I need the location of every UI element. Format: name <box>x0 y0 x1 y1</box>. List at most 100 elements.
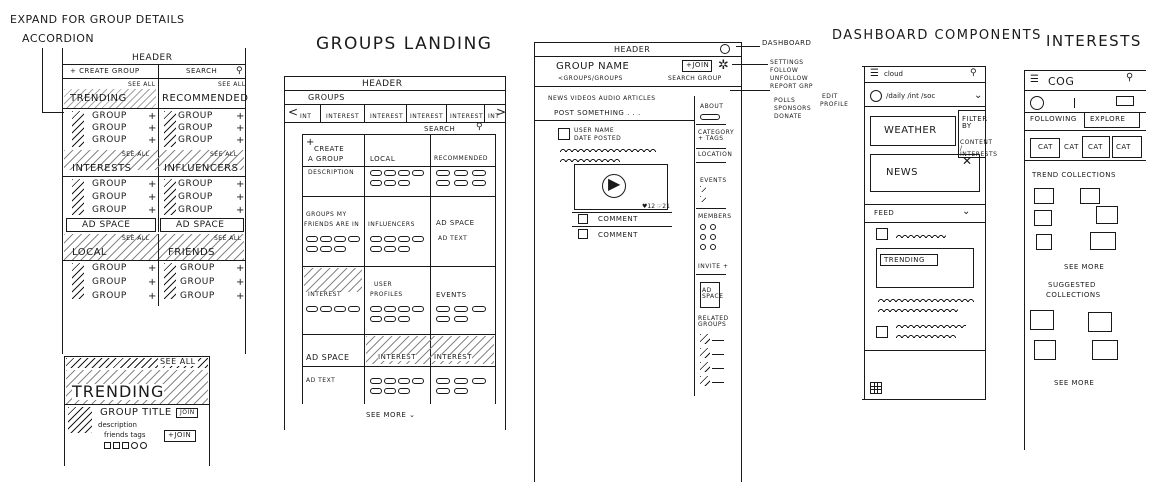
collection-thumb[interactable] <box>1034 210 1052 226</box>
close-icon[interactable]: ✕ <box>962 154 973 168</box>
group-item[interactable]: GROUP <box>178 179 213 189</box>
add-icon[interactable]: + <box>148 192 157 203</box>
add-icon[interactable]: + <box>236 111 245 122</box>
members-section[interactable]: MEMBERS <box>698 213 732 220</box>
invite-button[interactable]: INVITE + <box>698 263 729 270</box>
menu-icon[interactable]: ☰ <box>1030 74 1039 85</box>
following-tab[interactable]: FOLLOWING <box>1030 115 1077 123</box>
interest-tab[interactable]: INTEREST <box>410 113 444 120</box>
trending-tag[interactable] <box>880 254 938 266</box>
grid-icon[interactable] <box>870 382 882 394</box>
group-item[interactable]: GROUP <box>92 291 127 301</box>
profile-icon[interactable] <box>720 44 730 54</box>
see-more-link[interactable]: SEE MORE <box>1064 263 1105 271</box>
category-chip[interactable] <box>1082 136 1110 158</box>
menu-icon[interactable]: ☰ <box>870 68 879 79</box>
events-section[interactable]: EVENTS <box>700 177 727 184</box>
group-item[interactable]: GROUP <box>180 291 215 301</box>
add-icon[interactable]: + <box>236 123 245 134</box>
add-icon[interactable]: + <box>148 291 157 302</box>
group-item[interactable]: GROUP <box>92 205 127 215</box>
chevron-down-icon[interactable]: ⌄ <box>962 206 971 217</box>
weather-widget[interactable] <box>870 116 956 146</box>
collection-thumb[interactable] <box>1034 188 1054 204</box>
reaction-counts[interactable]: ♥12 ☞21 <box>642 203 670 210</box>
col1-search-button[interactable]: SEARCH <box>186 67 218 75</box>
group-item[interactable]: GROUP <box>92 192 127 202</box>
collection-thumb[interactable] <box>1030 310 1054 330</box>
post-input[interactable]: POST SOMETHING . . . <box>554 109 641 117</box>
group-item[interactable]: GROUP <box>178 192 213 202</box>
collection-thumb[interactable] <box>1088 312 1112 332</box>
interest-tab[interactable]: INTEREST <box>450 113 484 120</box>
add-icon[interactable]: + <box>236 291 245 302</box>
video-thumbnail[interactable] <box>574 164 668 210</box>
search-icon[interactable]: ⚲ <box>970 68 977 78</box>
interest-tab[interactable]: INT <box>300 113 312 120</box>
see-all-link[interactable]: SEE ALL <box>122 151 150 158</box>
add-icon[interactable]: + <box>148 135 157 146</box>
group-item[interactable]: GROUP <box>92 263 127 273</box>
create-group-link[interactable]: CREATE <box>314 145 345 153</box>
filter-panel[interactable] <box>958 110 986 158</box>
content-filter-tabs[interactable]: NEWS VIDEOS AUDIO ARTICLES <box>548 95 656 102</box>
category-chip[interactable] <box>1112 136 1142 158</box>
group-item[interactable]: GROUP <box>178 123 213 133</box>
collection-thumb[interactable] <box>1092 340 1118 360</box>
group-item[interactable]: GROUP <box>92 123 127 133</box>
breadcrumb[interactable]: <GROUPS/GROUPS <box>558 75 623 82</box>
explore-tab[interactable] <box>1084 112 1140 128</box>
group-item[interactable]: GROUP <box>180 277 215 287</box>
add-icon[interactable]: + <box>236 135 245 146</box>
interest-tab[interactable]: INTEREST <box>370 113 404 120</box>
search-icon[interactable]: ⚲ <box>1126 72 1134 83</box>
col2-search-button[interactable]: SEARCH <box>424 125 456 133</box>
add-icon[interactable]: + <box>148 277 157 288</box>
group-item[interactable]: GROUP <box>92 135 127 145</box>
see-all-link[interactable]: SEE ALL <box>122 235 150 242</box>
collection-thumb[interactable] <box>1090 232 1116 250</box>
join-button[interactable] <box>682 60 712 72</box>
search-input[interactable]: cloud <box>884 70 903 78</box>
collection-thumb[interactable] <box>1096 206 1118 224</box>
interest-tab[interactable]: INT <box>488 113 500 120</box>
see-all-link[interactable]: SEE ALL <box>210 151 238 158</box>
create-group-link[interactable]: A GROUP <box>308 155 344 163</box>
collection-thumb[interactable] <box>1034 340 1056 360</box>
create-plus[interactable]: + <box>306 137 315 148</box>
category-chip[interactable] <box>1030 138 1060 158</box>
tabs-prev-arrow[interactable]: < <box>288 105 299 119</box>
trending-card[interactable] <box>876 248 974 288</box>
add-icon[interactable]: + <box>236 179 245 190</box>
related-groups-section[interactable]: RELATED GROUPS <box>698 315 729 328</box>
gear-icon[interactable]: ✲ <box>718 58 729 73</box>
add-icon[interactable]: + <box>236 263 245 274</box>
search-input[interactable]: COG <box>1048 75 1075 88</box>
add-icon[interactable]: + <box>236 192 245 203</box>
dashboard-breadcrumb[interactable]: /daily /int /soc <box>886 92 936 100</box>
join-button[interactable] <box>164 430 196 442</box>
group-item[interactable]: GROUP <box>178 135 213 145</box>
avatar[interactable] <box>870 90 882 102</box>
interest-tab[interactable]: INTEREST <box>326 113 360 120</box>
see-more-link[interactable]: SEE MORE <box>1054 379 1095 387</box>
about-section[interactable]: ABOUT <box>700 103 724 110</box>
add-icon[interactable]: + <box>148 179 157 190</box>
collection-thumb[interactable] <box>1080 188 1100 204</box>
location-section[interactable]: LOCATION <box>698 151 733 158</box>
see-all-link[interactable]: SEE ALL <box>214 235 242 242</box>
collection-thumb[interactable] <box>1036 234 1052 250</box>
post-username[interactable]: USER NAME <box>574 127 615 134</box>
avatar[interactable] <box>1030 96 1044 110</box>
join-badge[interactable] <box>176 408 198 418</box>
create-group-button[interactable]: + CREATE GROUP <box>70 67 140 75</box>
see-more-link[interactable]: SEE MORE ⌄ <box>366 411 416 419</box>
group-item[interactable]: GROUP <box>180 263 215 273</box>
news-widget[interactable] <box>870 154 980 192</box>
tabs-next-arrow[interactable]: > <box>496 105 507 119</box>
add-icon[interactable]: + <box>148 205 157 216</box>
search-icon[interactable]: ⚲ <box>236 66 243 76</box>
see-all-link[interactable]: SEE ALL <box>128 81 156 88</box>
groups-tab[interactable]: GROUPS <box>308 93 345 102</box>
see-all-link[interactable]: SEE ALL <box>218 81 246 88</box>
